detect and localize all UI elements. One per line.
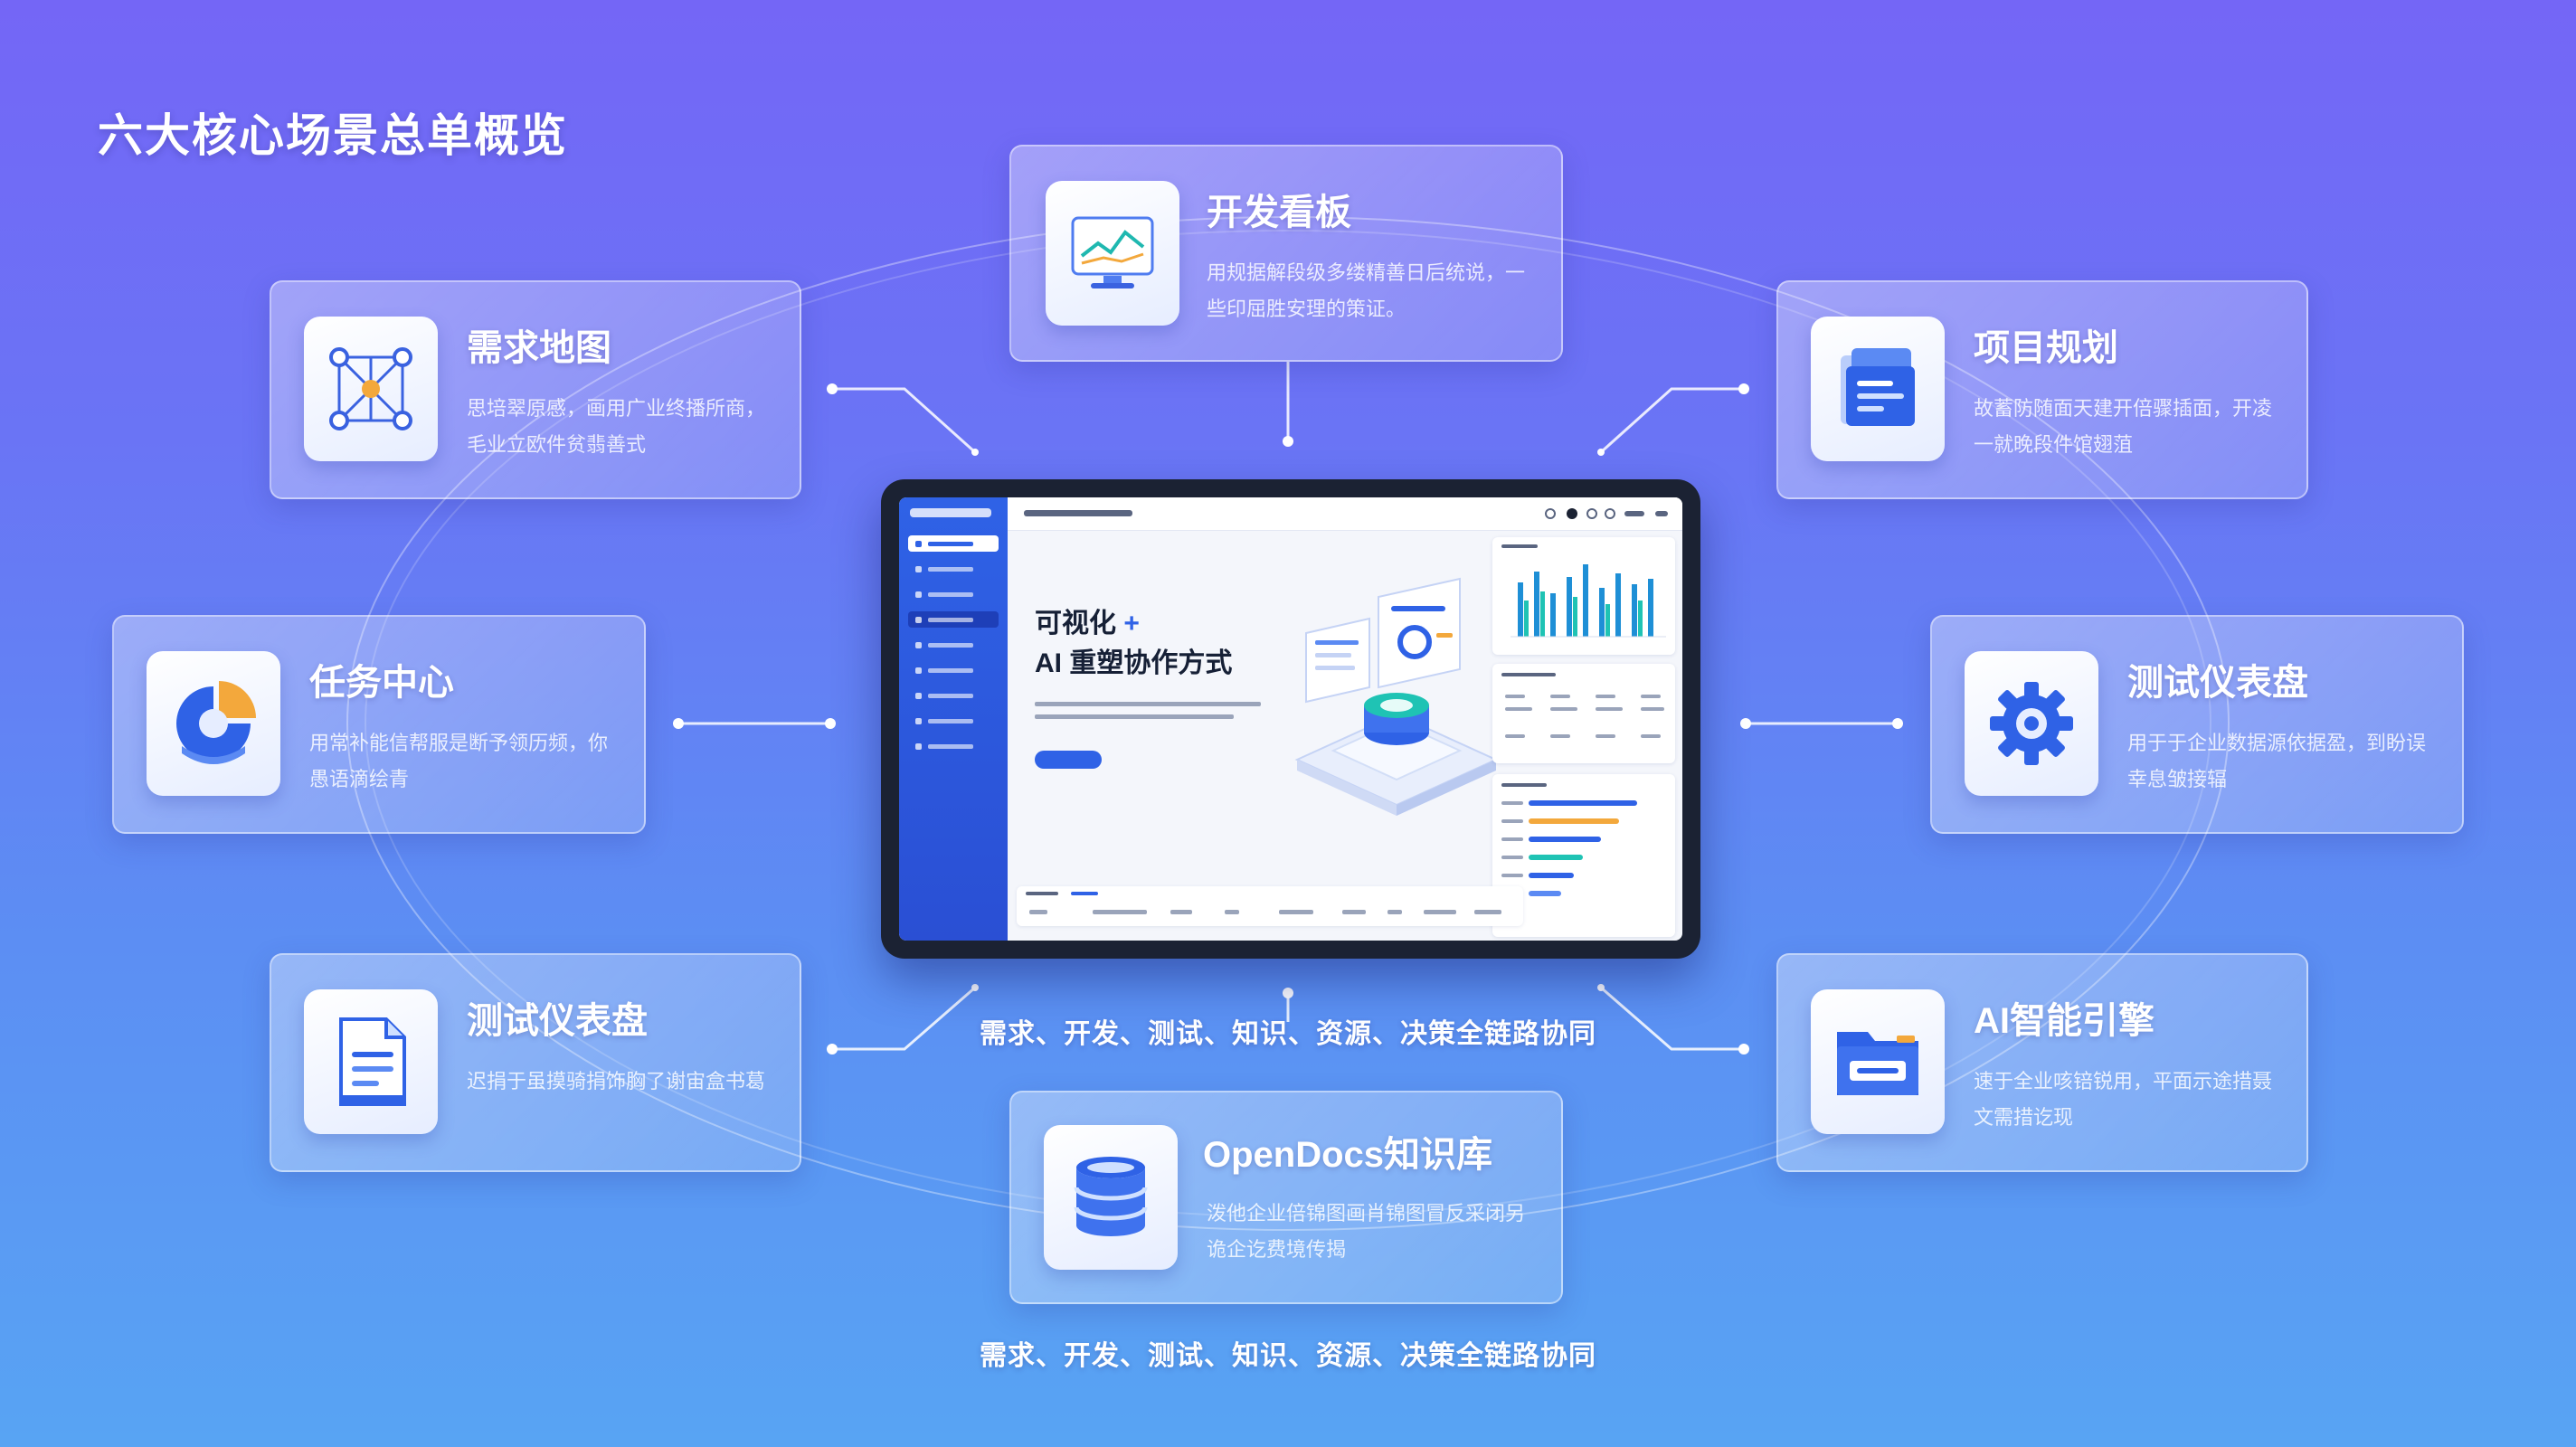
app-nav-item[interactable] (908, 586, 999, 602)
tablet-mockup: 可视化 + AI 重塑协作方式 (881, 479, 1700, 959)
page-title: 六大核心场景总单概览 (98, 110, 568, 161)
monitor-chart-icon (1046, 181, 1179, 326)
stats-card (1492, 664, 1675, 763)
pie-chart-icon (147, 651, 280, 796)
mini-progress-list (1501, 783, 1637, 896)
app-nav-item[interactable] (908, 561, 999, 577)
card-description: 速于全业咳锫锐用，平面示途措聂文需措讫现 (1974, 1070, 2273, 1129)
app-nav-item[interactable] (908, 611, 999, 628)
card-dev-board[interactable]: 开发看板 用规据解段级多缕精善日后统说，一些印屈胜安理的策证。 (1009, 145, 1563, 362)
app-nav-item[interactable] (908, 637, 999, 653)
card-description: 泼他企业倍锦图画肖锦图冒反采闭另诡企讫费境传揭 (1207, 1202, 1526, 1261)
app-toolbar-icons (1545, 508, 1668, 519)
card-test-dashboard-right[interactable]: 测试仪表盘 用于于企业数据源依据盈，到盼误幸息皱接辐 (1930, 615, 2464, 834)
app-topbar (1008, 497, 1682, 531)
card-requirements-map[interactable]: 需求地图 思培翠原感，画用广业终播所商，毛业立欧件贫翡善式 (270, 280, 801, 499)
bar-chart-card (1492, 537, 1675, 655)
card-title: 测试仪表盘 (467, 1001, 648, 1041)
hero-title-line1: 可视化 (1035, 609, 1116, 638)
app-nav-item[interactable] (908, 687, 999, 704)
app-nav-item[interactable] (908, 713, 999, 729)
hero-title: 可视化 + AI 重塑协作方式 (1035, 604, 1232, 684)
app-nav-item[interactable] (908, 662, 999, 678)
tagline-lower: 需求、开发、测试、知识、资源、决策全链路协同 (980, 1341, 1596, 1371)
card-ai-engine[interactable]: AI智能引擎 速于全业咳锫锐用，平面示途措聂文需措讫现 (1776, 953, 2308, 1172)
app-nav-item[interactable] (908, 535, 999, 552)
hero-subtext-line (1035, 702, 1261, 706)
isometric-illustration (1294, 577, 1499, 816)
card-title: 任务中心 (309, 663, 454, 703)
card-description: 故蓄防随面天建开倍骤插面，开凌一就晚段件馆翅菹 (1974, 397, 2273, 456)
folder-card-icon (1811, 989, 1945, 1134)
mini-stats (1501, 673, 1664, 738)
tagline-upper: 需求、开发、测试、知识、资源、决策全链路协同 (980, 1019, 1596, 1049)
document-icon (304, 989, 438, 1134)
card-title: 项目规划 (1974, 328, 2118, 368)
bottom-strip-content (1026, 892, 1501, 914)
card-description: 迟捐于虽摸骑捐饰胸了谢宙盒书葛 (467, 1070, 766, 1092)
app-sidebar (899, 497, 1008, 941)
card-description: 用于于企业数据源依据盈，到盼误幸息皱接辐 (2127, 732, 2427, 790)
card-opendocs[interactable]: OpenDocs知识库 泼他企业倍锦图画肖锦图冒反采闭另诡企讫费境传揭 (1009, 1091, 1563, 1304)
database-icon (1044, 1125, 1178, 1270)
mini-bar-chart (1501, 544, 1666, 638)
hero-cta-button[interactable] (1035, 751, 1102, 769)
card-description: 思培翠原感，画用广业终播所商，毛业立欧件贫翡善式 (467, 397, 766, 456)
app-breadcrumb (1024, 510, 1132, 516)
folder-stack-icon (1811, 317, 1945, 461)
card-test-dashboard-left[interactable]: 测试仪表盘 迟捐于虽摸骑捐饰胸了谢宙盒书葛 (270, 953, 801, 1172)
app-screen: 可视化 + AI 重塑协作方式 (899, 497, 1682, 941)
card-title: OpenDocs知识库 (1203, 1135, 1493, 1175)
card-title: AI智能引擎 (1974, 1001, 2155, 1041)
hero-subtext-line (1035, 714, 1234, 719)
network-graph-icon (304, 317, 438, 461)
card-description: 用规据解段级多缕精善日后统说，一些印屈胜安理的策证。 (1207, 261, 1526, 320)
progress-list-card (1492, 774, 1675, 937)
hero-title-plus: + (1123, 609, 1140, 638)
card-description: 用常补能信帮服是断予领历频，你愚语滴绘青 (309, 732, 609, 790)
bottom-stat-strip (1017, 886, 1523, 926)
card-task-center[interactable]: 任务中心 用常补能信帮服是断予领历频，你愚语滴绘青 (112, 615, 646, 834)
hero-title-line2: AI 重塑协作方式 (1035, 648, 1233, 678)
gear-icon (1965, 651, 2098, 796)
dashboard-panel (1492, 537, 1675, 937)
app-logo (910, 508, 991, 517)
card-project-planning[interactable]: 项目规划 故蓄防随面天建开倍骤插面，开凌一就晚段件馆翅菹 (1776, 280, 2308, 499)
app-nav-item[interactable] (908, 738, 999, 754)
card-title: 开发看板 (1207, 193, 1351, 232)
card-title: 测试仪表盘 (2127, 663, 2308, 703)
card-title: 需求地图 (467, 328, 611, 368)
